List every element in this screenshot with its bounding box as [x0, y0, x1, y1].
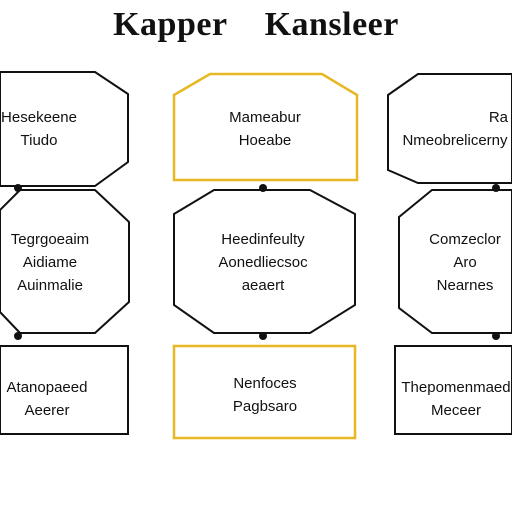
connector-dot — [259, 184, 267, 192]
node-r3c3-shape — [394, 345, 512, 435]
title-right: Kansleer — [264, 6, 399, 43]
node-r3c1-shape — [0, 345, 129, 435]
node-r1c2-label: Mameabur Hoeabe — [229, 109, 301, 149]
node-r1c3-shape — [387, 73, 512, 184]
node-r2c2-shape — [173, 189, 356, 334]
connector-dot — [492, 184, 500, 192]
node-r3c1-label: Atanopaeed Aeerer — [6, 379, 88, 419]
node-r3c2-label: Nenfoces Pagbsaro — [232, 375, 298, 415]
node-r3c3-label: Thepomenmaed Meceer — [401, 379, 511, 419]
node-r1c1-label: Hesekeene Tiudo — [1, 109, 77, 149]
connector-dot — [14, 184, 22, 192]
node-r1c1-shape — [0, 71, 129, 187]
node-r2c3-label: Comzeclor Aro Nearnes — [429, 231, 501, 294]
title-left: Kapper — [113, 6, 228, 43]
node-r3c2-shape — [172, 344, 357, 440]
node-r2c2-label: Heedinfeulty Aonedliecsoc aeaert — [218, 231, 308, 294]
diagram-title: Kapper Kansleer — [0, 6, 512, 44]
node-r1c2-shape — [172, 72, 359, 182]
connector-dot — [259, 332, 267, 340]
node-r2c1-label: Tegrgoeaim Aidiame Auinmalie — [10, 231, 90, 294]
node-r2c1-shape — [0, 189, 130, 334]
connector-dot — [492, 332, 500, 340]
connector-dot — [14, 332, 22, 340]
node-r1c3-label: Ra Nmeobrelicerny — [402, 109, 508, 149]
node-r2c3-shape — [398, 189, 512, 334]
